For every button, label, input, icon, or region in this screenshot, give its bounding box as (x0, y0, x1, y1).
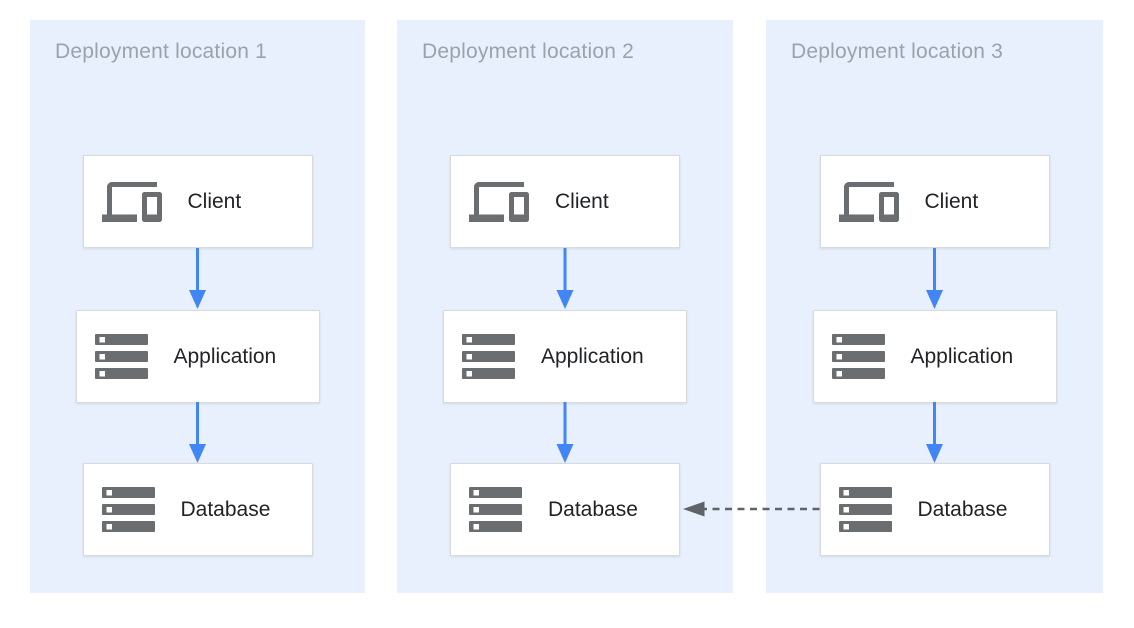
server-stack-icon (838, 487, 892, 532)
application-node-label: Application (910, 344, 1014, 368)
database-node-label: Database (917, 497, 1008, 521)
deployment-location-2-title: Deployment location 2 (422, 40, 634, 63)
devices-icon (838, 172, 899, 232)
client-node: Client (450, 155, 680, 248)
client-node-label: Client (555, 189, 609, 213)
application-node-label: Application (541, 344, 644, 368)
client-node-label: Client (187, 189, 242, 213)
devices-icon (469, 172, 529, 232)
client-node: Client (819, 155, 1050, 248)
application-node: Application (443, 310, 687, 403)
application-node: Application (812, 310, 1057, 403)
database-node-label: Database (548, 497, 638, 521)
deployment-location-3-title: Deployment location 3 (791, 40, 1003, 63)
client-node: Client (82, 155, 313, 248)
database-node-label: Database (180, 497, 271, 521)
database-node: Database (819, 463, 1050, 556)
database-node: Database (450, 463, 680, 556)
deployment-location-2-panel: Deployment location 2 Client Application… (397, 20, 733, 593)
deployment-location-1-title: Deployment location 1 (55, 40, 267, 63)
devices-icon (101, 172, 162, 232)
deployment-location-3-panel: Deployment location 3 Client Application… (766, 20, 1103, 593)
server-stack-icon (831, 334, 885, 379)
server-stack-icon (469, 487, 522, 532)
application-node-label: Application (173, 344, 277, 368)
application-node: Application (75, 310, 320, 403)
server-stack-icon (101, 487, 155, 532)
deployment-location-1-panel: Deployment location 1 Client Application… (30, 20, 365, 593)
server-stack-icon (462, 334, 515, 379)
database-node: Database (82, 463, 313, 556)
client-node-label: Client (924, 189, 979, 213)
server-stack-icon (94, 334, 148, 379)
